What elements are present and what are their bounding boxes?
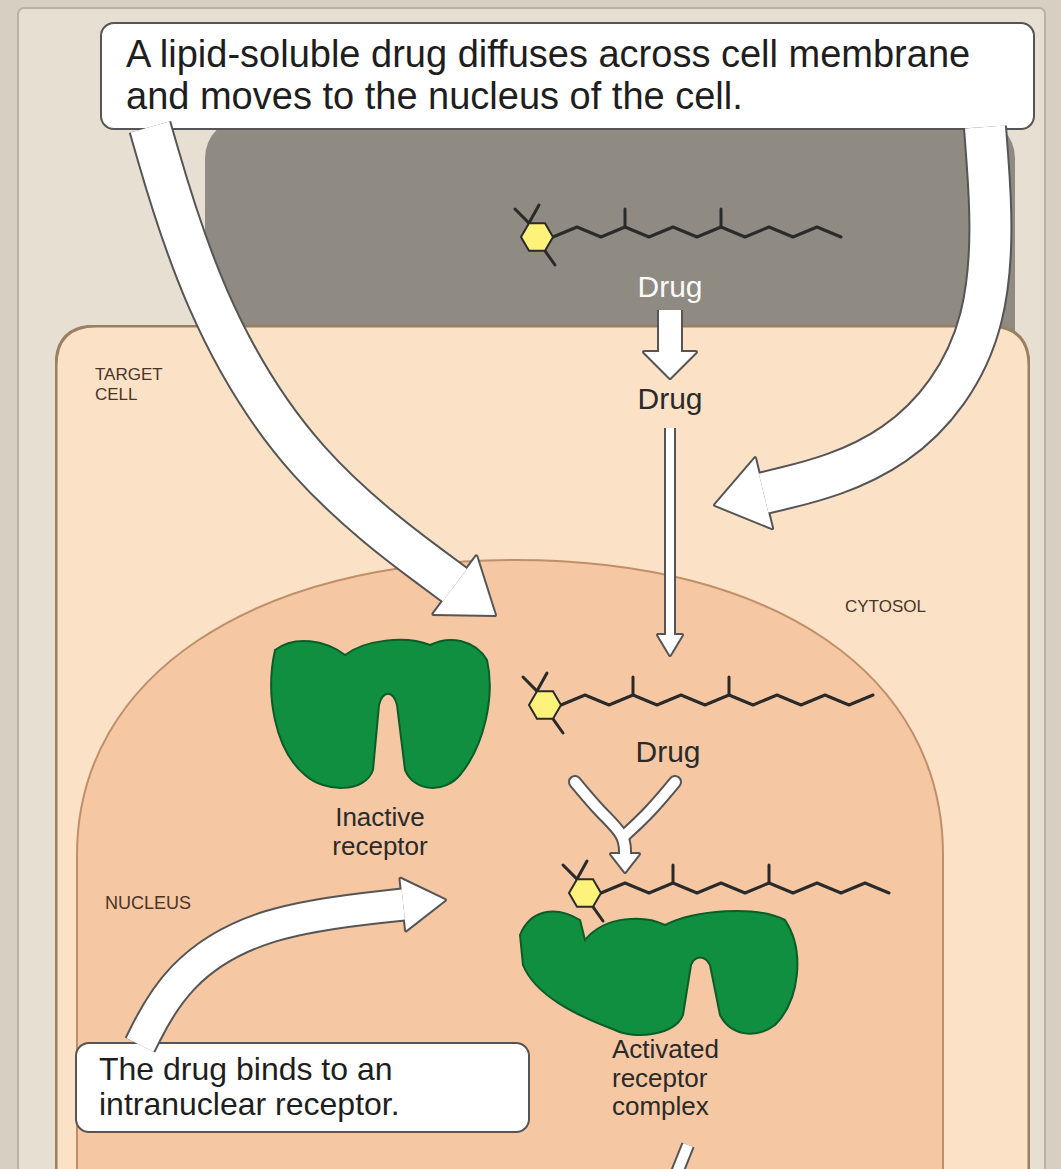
arrowhead bbox=[644, 352, 696, 378]
arrowhead bbox=[400, 879, 445, 931]
bond-line bbox=[632, 677, 635, 695]
drug-molecule bbox=[515, 205, 841, 265]
bond-line bbox=[577, 861, 587, 879]
arrow-outline bbox=[575, 782, 625, 854]
bond-line bbox=[545, 251, 555, 265]
flow-arrow bbox=[676, 1145, 688, 1169]
arrow-outline bbox=[140, 905, 403, 1045]
arrow-shaft bbox=[659, 310, 681, 352]
drug-molecule bbox=[563, 861, 889, 921]
callout-arrow bbox=[150, 127, 990, 615]
bond-line bbox=[523, 677, 537, 691]
text-holder: TARGET CELL bbox=[95, 365, 185, 404]
bond-line bbox=[624, 209, 627, 227]
region-label: TARGET CELL bbox=[95, 365, 185, 404]
bond-line bbox=[515, 209, 529, 223]
arrowhead-outline bbox=[658, 635, 682, 655]
arrow-outline bbox=[625, 782, 675, 835]
arrowhead bbox=[658, 635, 682, 655]
bond-line bbox=[601, 883, 889, 893]
bond-line bbox=[529, 205, 539, 223]
callout-box: The drug binds to an intranuclear recept… bbox=[75, 1042, 530, 1133]
callout-arrow bbox=[140, 879, 445, 1045]
arrowhead-outline bbox=[715, 458, 772, 528]
label-holder: Drug bbox=[615, 382, 725, 415]
receptor-label: Inactive receptor bbox=[285, 803, 475, 860]
ring bbox=[529, 691, 561, 719]
callout-text: The drug binds to an intranuclear recept… bbox=[99, 1052, 506, 1122]
receptor-label: Activated receptor complex bbox=[612, 1035, 782, 1121]
bond-line bbox=[728, 677, 731, 695]
arrow-shaft bbox=[150, 127, 455, 585]
text-holder: NUCLEUS bbox=[105, 893, 245, 914]
bond-line bbox=[593, 907, 603, 921]
arrow-shaft bbox=[625, 782, 675, 835]
bond-line bbox=[720, 209, 723, 227]
arrow-shaft bbox=[666, 428, 674, 635]
arrowhead-outline bbox=[611, 854, 639, 872]
label-holder: Drug bbox=[618, 735, 718, 768]
drug-molecule bbox=[523, 673, 873, 733]
arrow-shaft bbox=[140, 905, 403, 1045]
arrow-outline bbox=[764, 127, 991, 493]
arrow-outline bbox=[676, 1145, 688, 1169]
region-label: CYTOSOL bbox=[845, 598, 955, 617]
label-holder: Inactive receptor bbox=[285, 803, 475, 860]
bond-line bbox=[537, 673, 547, 691]
bond-line bbox=[553, 719, 563, 733]
binding-arrow bbox=[575, 782, 675, 872]
activated-receptor-shape bbox=[520, 911, 797, 1035]
ring bbox=[569, 879, 601, 907]
callout-text: A lipid-soluble drug diffuses across cel… bbox=[126, 34, 1009, 118]
arrowhead bbox=[715, 458, 772, 528]
drug-label: Drug bbox=[620, 270, 720, 303]
bond-line bbox=[553, 227, 841, 237]
label-holder: Activated receptor complex bbox=[612, 1035, 782, 1121]
label-holder: CYTOSOL bbox=[845, 598, 955, 617]
inactive-receptor-shape bbox=[271, 640, 489, 788]
arrowhead-outline bbox=[644, 352, 696, 378]
arrow-shaft bbox=[764, 127, 991, 493]
callout-box: A lipid-soluble drug diffuses across cel… bbox=[100, 22, 1035, 130]
arrow-shaft bbox=[575, 782, 625, 854]
bond-line bbox=[563, 865, 577, 879]
arrowhead bbox=[611, 854, 639, 872]
arrowhead-outline bbox=[433, 556, 495, 615]
arrowhead bbox=[433, 556, 495, 615]
ring bbox=[521, 223, 553, 251]
arrow-shaft bbox=[676, 1145, 688, 1169]
drug-label: Drug bbox=[618, 735, 718, 768]
bond-line bbox=[768, 865, 771, 883]
bond-line bbox=[561, 695, 873, 705]
region-label: NUCLEUS bbox=[105, 893, 245, 914]
arrow-outline bbox=[664, 428, 676, 635]
arrow-outline bbox=[657, 310, 683, 352]
arrowhead-outline bbox=[400, 879, 445, 931]
flow-arrow bbox=[658, 428, 682, 655]
drug-label: Drug bbox=[615, 382, 725, 415]
arrow-outline bbox=[150, 127, 455, 585]
bond-line bbox=[672, 865, 675, 883]
label-holder: Drug bbox=[620, 270, 720, 303]
flow-arrow bbox=[644, 310, 696, 378]
